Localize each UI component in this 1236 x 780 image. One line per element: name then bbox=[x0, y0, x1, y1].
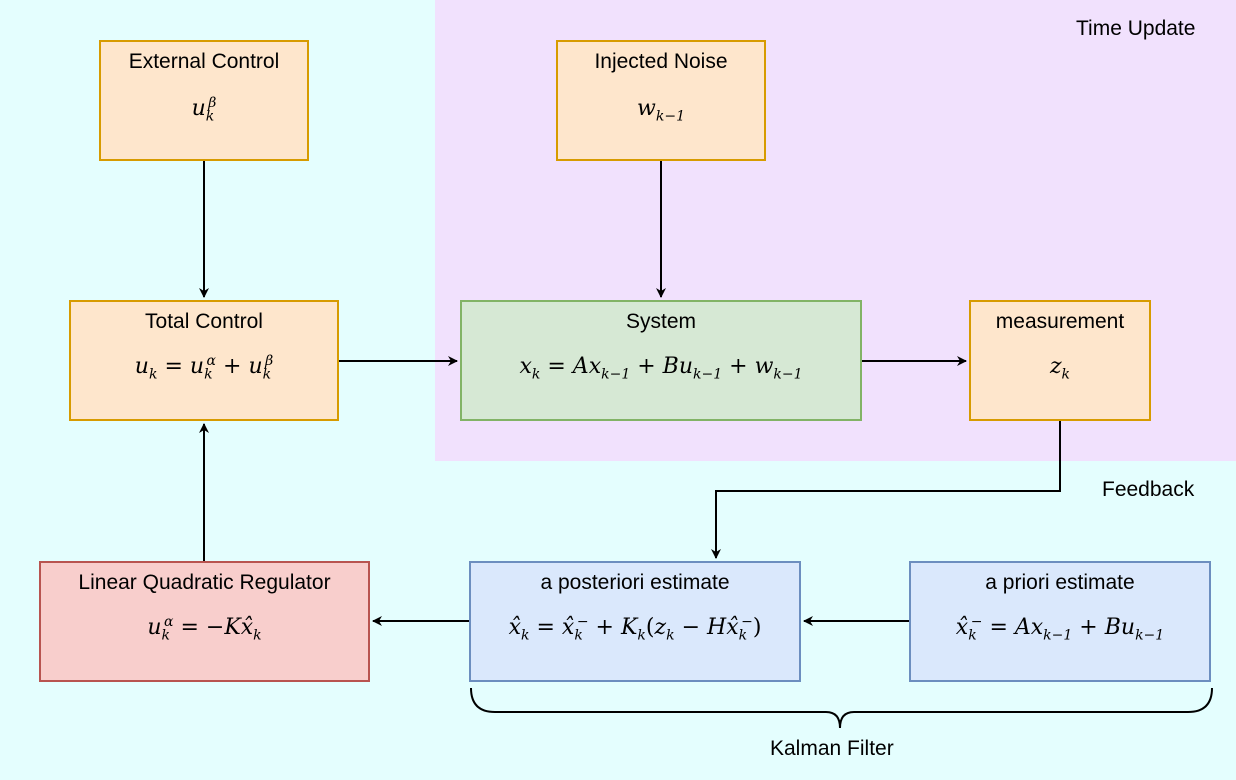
posteriori-estimate-equation: x̂k = x̂k− + Kk(zk − Hx̂k−) bbox=[508, 613, 762, 644]
external-control-box: External Control ukβ bbox=[99, 40, 309, 161]
external-control-equation: ukβ bbox=[191, 94, 217, 125]
total-control-title: Total Control bbox=[145, 310, 263, 333]
measurement-equation: zk bbox=[1049, 354, 1071, 383]
total-control-equation: uk = ukα + ukβ bbox=[134, 352, 274, 383]
lqr-box: Linear Quadratic Regulator ukα = −Kx̂k bbox=[39, 561, 370, 682]
injected-noise-box: Injected Noise wk−1 bbox=[556, 40, 766, 161]
priori-estimate-equation: x̂k− = Axk−1 + Buk−1 bbox=[955, 613, 1165, 644]
injected-noise-title: Injected Noise bbox=[594, 50, 728, 73]
lqr-equation: ukα = −Kx̂k bbox=[147, 613, 262, 644]
measurement-box: measurement zk bbox=[969, 300, 1151, 421]
priori-estimate-box: a priori estimate x̂k− = Axk−1 + Buk−1 bbox=[909, 561, 1211, 682]
feedback-label: Feedback bbox=[1102, 478, 1195, 501]
arrow-measurement-to-posteriori bbox=[711, 421, 1061, 559]
external-control-title: External Control bbox=[128, 50, 280, 73]
posteriori-estimate-title: a posteriori estimate bbox=[540, 571, 730, 594]
kalman-filter-label: Kalman Filter bbox=[770, 737, 894, 760]
posteriori-estimate-box: a posteriori estimate x̂k = x̂k− + Kk(zk… bbox=[469, 561, 801, 682]
lqr-title: Linear Quadratic Regulator bbox=[78, 571, 331, 594]
injected-noise-equation: wk−1 bbox=[637, 96, 685, 125]
kalman-filter-brace bbox=[470, 687, 1213, 729]
total-control-box: Total Control uk = ukα + ukβ bbox=[69, 300, 339, 421]
measurement-title: measurement bbox=[995, 310, 1125, 333]
time-update-label: Time Update bbox=[1076, 17, 1196, 40]
priori-estimate-title: a priori estimate bbox=[985, 571, 1135, 594]
system-box: System xk = Axk−1 + Buk−1 + wk−1 bbox=[460, 300, 862, 421]
system-equation: xk = Axk−1 + Buk−1 + wk−1 bbox=[519, 354, 803, 383]
system-title: System bbox=[625, 310, 696, 333]
